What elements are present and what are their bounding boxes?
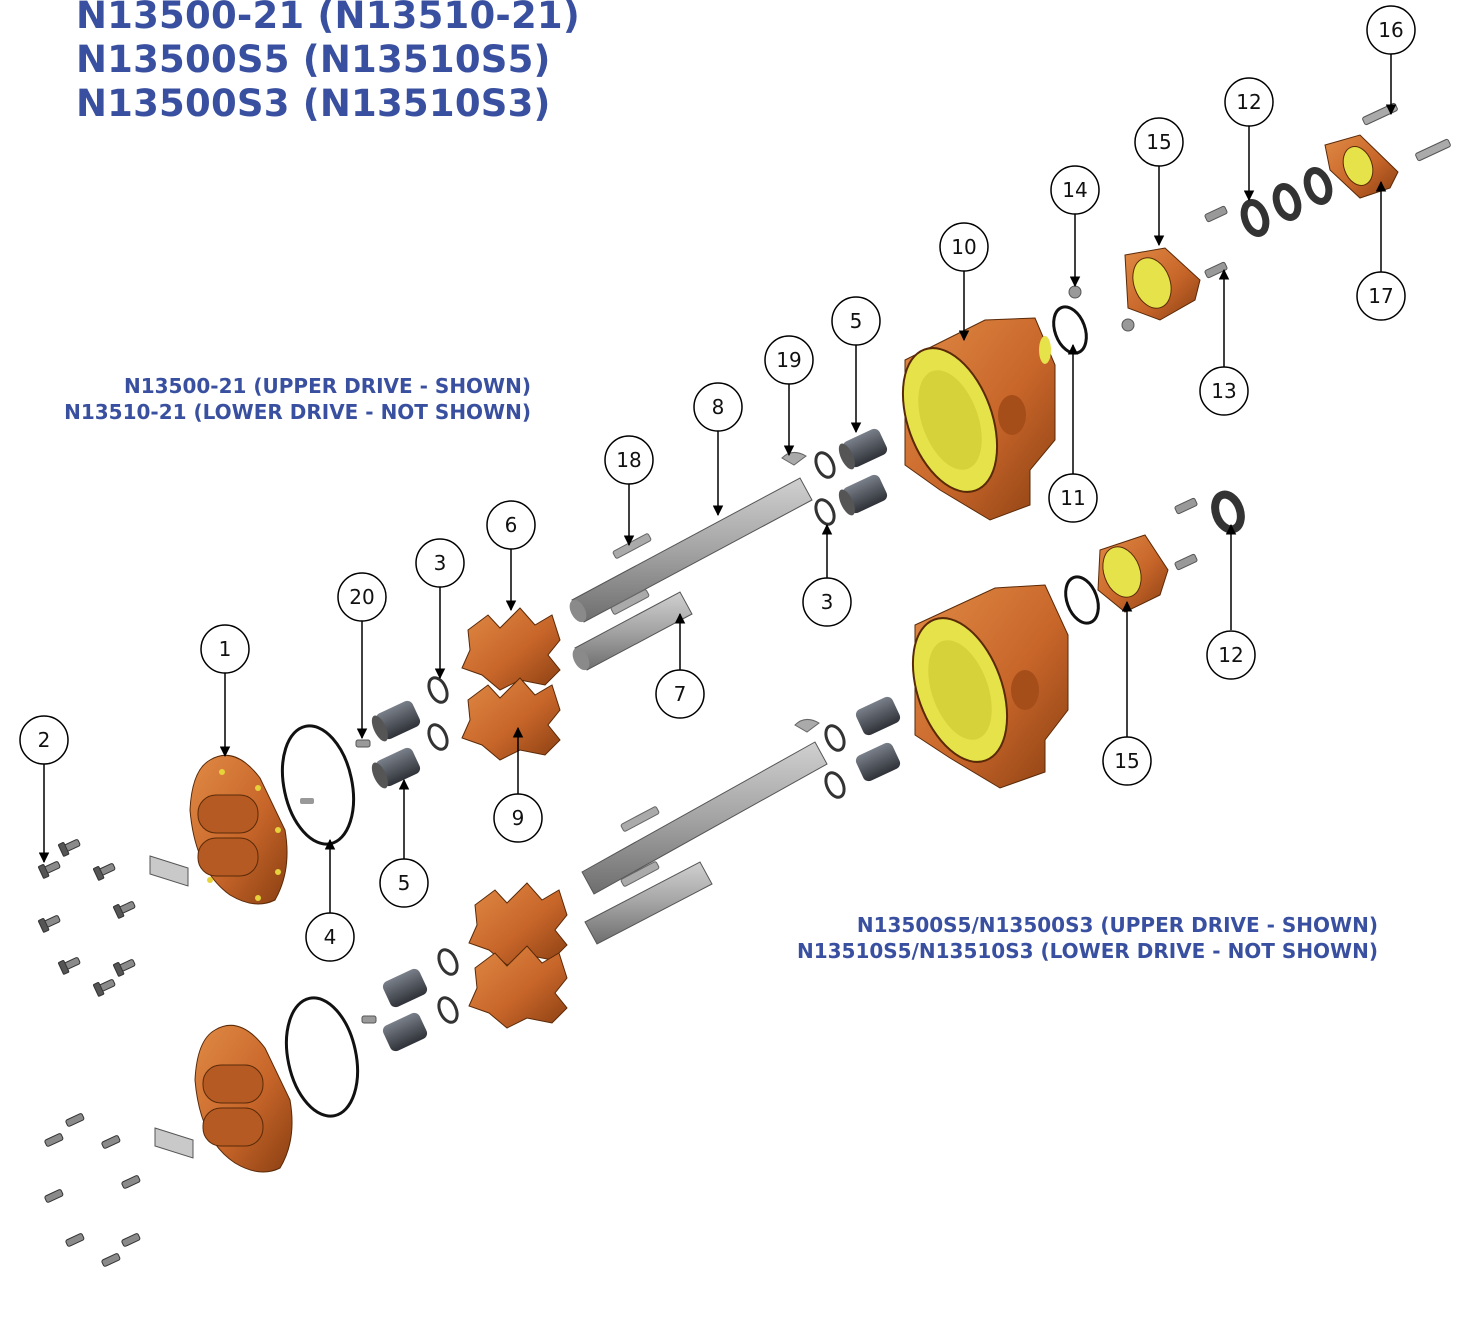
pump-head-lower: [194, 1024, 293, 1173]
gears-lower: [468, 882, 568, 1029]
callout-7-label: 7: [674, 682, 687, 706]
callout-10-label: 10: [951, 235, 976, 259]
pump-casing-upper: [901, 317, 1056, 521]
bushings-upper-front: [371, 700, 421, 789]
bushings-lower-rear: [855, 696, 901, 782]
caption-upper-drive-s5: N13500S5/N13500S3 (UPPER DRIVE - SHOWN): [856, 913, 1378, 937]
studs-lower: [1174, 497, 1198, 571]
callout-16: 16: [1366, 5, 1416, 55]
cap-screws-lower: [44, 1113, 141, 1267]
bushings-lower-front: [382, 968, 428, 1052]
studs-13: [1204, 205, 1228, 279]
callout-18: 18: [604, 435, 654, 485]
callout-2-label: 2: [38, 728, 51, 752]
callout-3b: 3: [802, 577, 852, 627]
leader-lines: [38, 54, 1397, 913]
callout-17: 17: [1356, 271, 1406, 321]
callout-13: 13: [1199, 366, 1249, 416]
callout-15b-label: 15: [1114, 749, 1139, 773]
callout-7: 7: [655, 669, 705, 719]
retaining-rings-lower-rear: [824, 724, 846, 799]
title-model-21: N13500-21 (N13510-21): [76, 0, 580, 37]
callout-6-label: 6: [505, 513, 518, 537]
nut-14b: [1121, 318, 1135, 332]
callout-12b-label: 12: [1218, 643, 1243, 667]
callout-15a-label: 15: [1146, 130, 1171, 154]
callout-5a-label: 5: [850, 309, 863, 333]
callout-11: 11: [1048, 473, 1098, 523]
callout-18-label: 18: [616, 448, 641, 472]
callout-3a: 3: [415, 538, 465, 588]
nut-14: [1068, 285, 1082, 299]
callout-19-label: 19: [776, 348, 801, 372]
pin-lower: [361, 1015, 377, 1024]
callout-3a-label: 3: [434, 551, 447, 575]
caption-lower-drive-21: N13510-21 (LOWER DRIVE - NOT SHOWN): [64, 400, 531, 424]
gland-15-lower: [1097, 534, 1169, 613]
callout-15a: 15: [1134, 117, 1184, 167]
callout-3b-label: 3: [821, 590, 834, 614]
callout-4: 4: [305, 912, 355, 962]
upper-assembly-caption: N13500-21 (UPPER DRIVE - SHOWN) N13510-2…: [64, 373, 531, 425]
callout-5b: 5: [379, 858, 429, 908]
callout-20-label: 20: [349, 585, 374, 609]
callout-12b: 12: [1206, 630, 1256, 680]
cap-screws-upper: [37, 839, 136, 997]
retaining-rings-lower-front: [437, 948, 459, 1024]
callout-14-label: 14: [1062, 178, 1087, 202]
shafts-upper: [569, 452, 813, 671]
callout-1: 1: [200, 624, 250, 674]
retaining-rings-upper-rear: [814, 451, 836, 526]
callout-5b-label: 5: [398, 871, 411, 895]
bushings-upper-rear: [838, 428, 888, 516]
title-model-s3: N13500S3 (N13510S3): [76, 82, 551, 125]
o-ring-11: [1052, 305, 1088, 355]
retaining-rings-upper-front: [427, 676, 449, 751]
callout-19: 19: [764, 335, 814, 385]
lip-seal-12: [1211, 490, 1245, 534]
callout-bubbles: 16 12 15 14 10 17 5 19 13 8 11 18 6 3 20…: [19, 5, 1416, 962]
callout-11-label: 11: [1060, 486, 1085, 510]
callout-17-label: 17: [1368, 284, 1393, 308]
caption-lower-drive-s5: N13510S5/N13510S3 (LOWER DRIVE - NOT SHO…: [796, 939, 1378, 963]
gland-15-upper: [1124, 247, 1201, 321]
callout-5a: 5: [831, 296, 881, 346]
callout-13-label: 13: [1211, 379, 1236, 403]
title-model-s5: N13500S5 (N13510S5): [76, 38, 551, 81]
callout-16-label: 16: [1378, 18, 1403, 42]
callout-14: 14: [1050, 165, 1100, 215]
pump-head-upper: [189, 754, 288, 905]
dowel-pin-upper: [300, 798, 314, 804]
title-block: N13500-21 (N13510-21) N13500S5 (N13510S5…: [76, 0, 580, 126]
callout-6: 6: [486, 500, 536, 550]
gland-follower-17: [1324, 134, 1399, 199]
callout-20: 20: [337, 572, 387, 622]
callout-12a-label: 12: [1236, 90, 1261, 114]
callout-10: 10: [939, 222, 989, 272]
callout-4-label: 4: [324, 925, 337, 949]
callout-12a: 12: [1224, 77, 1274, 127]
pin-20-upper: [355, 739, 371, 748]
callout-9: 9: [493, 793, 543, 843]
callout-8-label: 8: [712, 395, 725, 419]
caption-upper-drive-21: N13500-21 (UPPER DRIVE - SHOWN): [123, 374, 531, 398]
callout-15b: 15: [1102, 736, 1152, 786]
packing-rings-12: [1240, 167, 1333, 237]
o-ring-upper: [280, 724, 356, 846]
callout-2: 2: [19, 715, 69, 765]
nameplate-upper: [149, 855, 189, 887]
nameplate-lower: [154, 1127, 194, 1159]
callout-9-label: 9: [512, 806, 525, 830]
callout-8: 8: [693, 382, 743, 432]
o-ring-lower: [284, 996, 360, 1118]
shafts-lower: [581, 719, 828, 945]
callout-1-label: 1: [219, 637, 232, 661]
pump-casing-lower: [911, 584, 1069, 789]
o-ring-lower-rear: [1064, 575, 1100, 625]
gears-upper: [461, 607, 561, 761]
lower-assembly-caption: N13500S5/N13500S3 (UPPER DRIVE - SHOWN) …: [797, 912, 1378, 964]
